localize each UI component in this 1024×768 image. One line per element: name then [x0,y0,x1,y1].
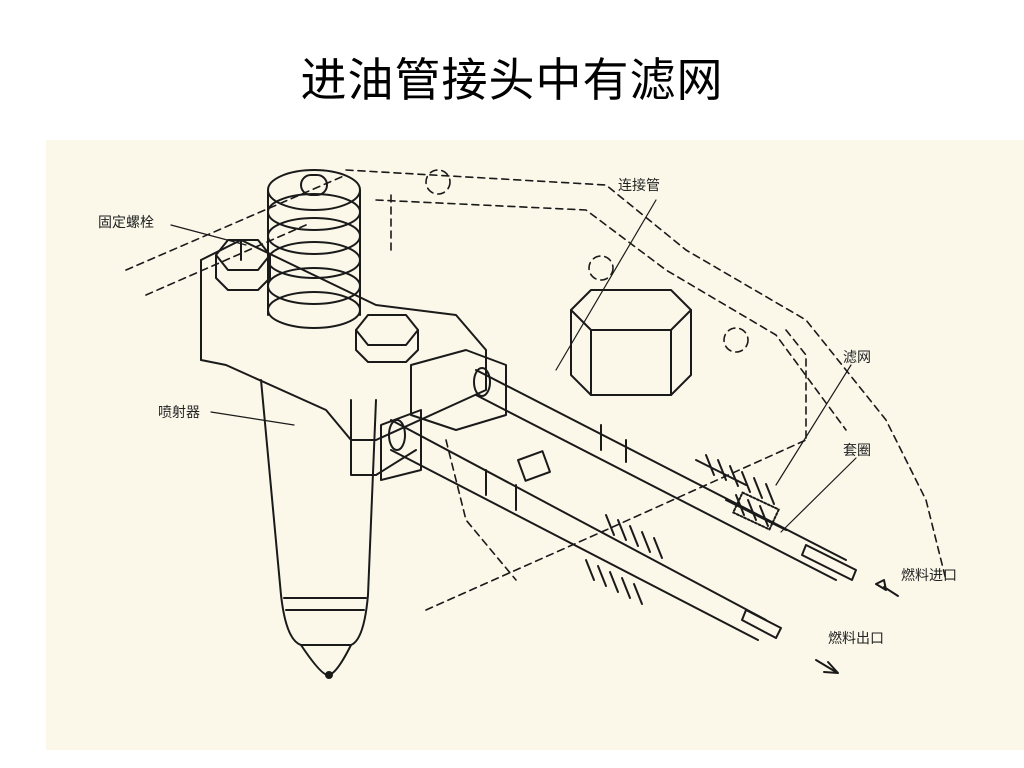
label-filter-screen: 滤网 [843,350,871,366]
filter-screen-outlet [585,514,663,605]
connector-block [380,349,507,481]
slide-title: 进油管接头中有滤网 [300,53,724,107]
fuel-inlet-arrow [875,579,899,597]
label-connecting-pipe: 连接管 [618,177,660,194]
label-injector: 喷射器 [158,405,200,421]
connecting-pipe-inlet [473,367,847,581]
label-ferrule: 套圈 [843,443,871,459]
label-fixing-bolt: 固定螺栓 [98,215,154,231]
ferrule-ends [741,544,857,639]
label-fuel-inlet: 燃料进口 [901,567,957,584]
head-hex-nut [570,289,692,396]
label-fuel-outlet: 燃料出口 [828,630,884,647]
cylinder-head-outline [125,169,947,611]
filter-screen-inlet [695,454,787,531]
injector-body [260,379,377,679]
fixing-bolt-right [355,314,419,363]
fuel-outlet-arrow [815,659,839,674]
injector-illustration: 固定螺栓 连接管 滤网 喷射器 套圈 燃料进口 燃料出口 [46,140,1024,750]
leader-lines [170,199,857,533]
mounting-flange [200,239,487,476]
connecting-pipe-outlet [388,419,767,641]
spring [267,169,361,329]
